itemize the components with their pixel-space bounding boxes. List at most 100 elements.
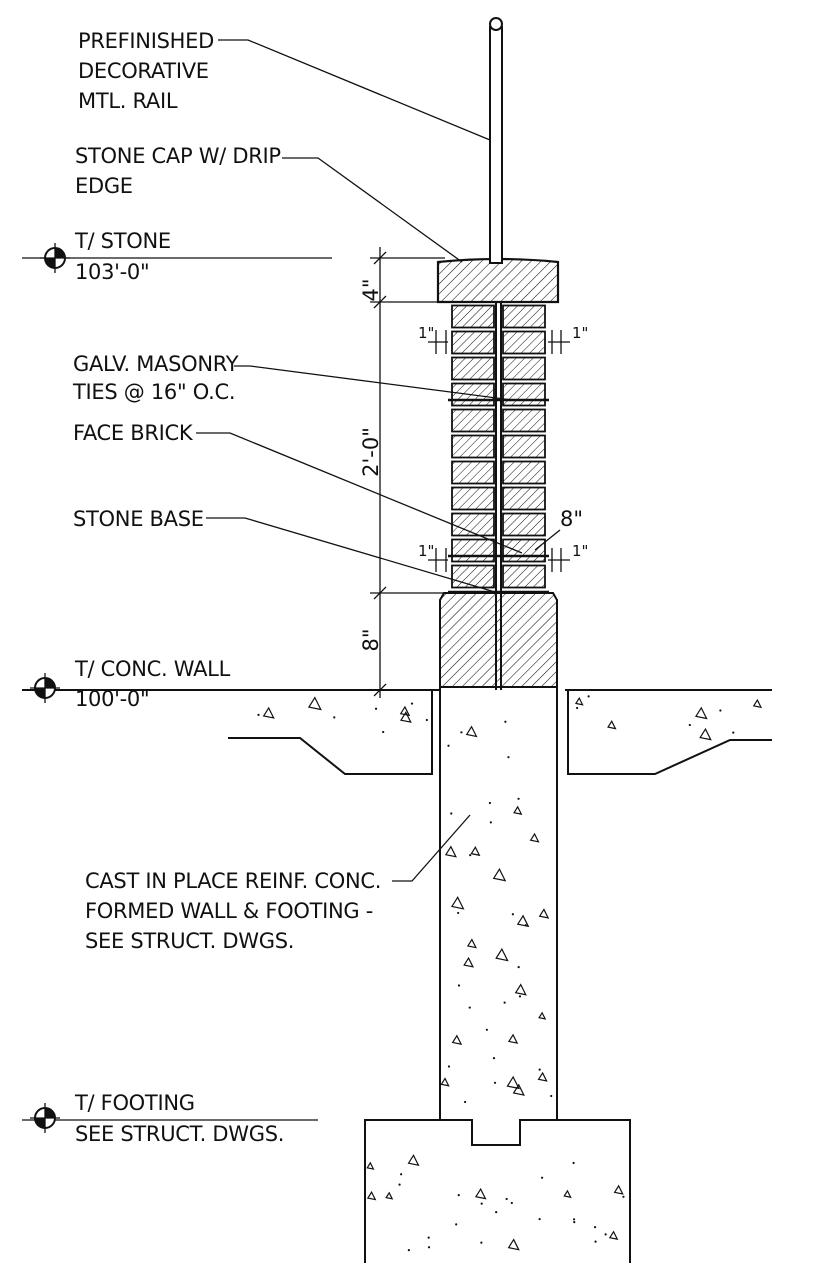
label-rail-line2: DECORATIVE: [78, 59, 209, 83]
aggregate-mark: [440, 1077, 450, 1087]
aggregate-dot: [257, 713, 260, 717]
label-concrete-line2: FORMED WALL & FOOTING -: [85, 899, 373, 923]
brick-unit: [502, 330, 546, 355]
aggregate-dot: [382, 730, 385, 734]
aggregate-dot: [457, 984, 461, 987]
dim-brick-width: 8": [560, 507, 583, 531]
aggregate-dot: [622, 1195, 625, 1198]
aggregate-mark: [538, 908, 550, 919]
brick-unit: [502, 356, 546, 381]
aggregate-mark: [385, 1191, 394, 1200]
elevation-stone-name: T/ STONE: [74, 229, 171, 253]
elevation-wall-value: 100'-0": [75, 687, 149, 711]
aggregate-mark: [699, 727, 712, 741]
dim-brick-height: 2'-0": [359, 427, 383, 477]
label-ties-line1: GALV. MASONRY: [73, 352, 239, 376]
aggregate-dot: [732, 731, 735, 734]
aggregate-dot: [719, 709, 722, 712]
aggregate-dot: [480, 1202, 483, 1205]
aggregate-dot: [485, 1028, 488, 1031]
aggregate-mark: [613, 1184, 624, 1195]
aggregate-mark: [512, 1083, 525, 1096]
aggregate-dot: [517, 966, 520, 969]
concrete-aggregate: [257, 695, 763, 1252]
elevation-marker-stone: [22, 243, 332, 273]
face-brick: [448, 304, 549, 594]
offset-dimensions: [428, 330, 570, 572]
elevation-footing-value: SEE STRUCT. DWGS.: [75, 1122, 284, 1146]
aggregate-dot: [460, 731, 463, 734]
aggregate-dot: [425, 718, 428, 722]
aggregate-mark: [492, 867, 507, 882]
label-cap-line1: STONE CAP W/ DRIP: [75, 144, 281, 168]
brick-unit: [502, 304, 546, 329]
aggregate-dot: [464, 1100, 467, 1104]
aggregate-dot: [538, 1217, 541, 1221]
aggregate-dot: [492, 1057, 496, 1060]
concrete-wall: [439, 688, 558, 1120]
aggregate-dot: [400, 1173, 403, 1176]
aggregate-dot: [503, 1001, 506, 1004]
aggregate-mark: [694, 706, 708, 720]
aggregate-mark: [470, 846, 481, 857]
aggregate-mark: [752, 698, 763, 709]
aggregate-dot: [495, 1211, 498, 1214]
stone-cap: [436, 257, 560, 304]
aggregate-dot: [688, 723, 691, 727]
aggregate-dot: [587, 695, 590, 698]
vertical-dimensions: [370, 247, 445, 698]
brick-unit: [502, 460, 546, 485]
aggregate-dot: [410, 702, 414, 705]
label-concrete-line1: CAST IN PLACE REINF. CONC.: [85, 869, 381, 893]
aggregate-dot: [493, 1081, 497, 1084]
dim-base-height: 8": [359, 628, 383, 651]
aggregate-dot: [333, 716, 336, 719]
brick-unit: [502, 408, 546, 433]
brick-unit: [502, 512, 546, 537]
aggregate-dot: [469, 854, 472, 857]
aggregate-mark: [450, 896, 465, 910]
aggregate-dot: [427, 1246, 431, 1249]
aggregate-dot: [518, 995, 522, 998]
aggregate-mark: [514, 983, 527, 996]
dim-offset-bot-right: 1": [572, 542, 588, 560]
aggregate-mark: [366, 1161, 375, 1170]
aggregate-mark: [538, 1011, 547, 1020]
aggregate-mark: [607, 719, 617, 730]
brick-unit: [451, 434, 495, 459]
dim-offset-top-left: 1": [418, 324, 434, 342]
brick-unit: [502, 486, 546, 511]
aggregate-dot: [510, 1201, 513, 1205]
brick-unit: [502, 538, 546, 563]
aggregate-dot: [511, 913, 514, 916]
brick-unit: [451, 486, 495, 511]
aggregate-dot: [572, 1161, 575, 1165]
aggregate-dot: [573, 1221, 576, 1224]
dim-cap-height: 4": [359, 278, 383, 301]
aggregate-dot: [604, 1233, 607, 1236]
aggregate-dot: [480, 1241, 483, 1244]
label-base: STONE BASE: [73, 507, 204, 531]
aggregate-dot: [457, 1194, 460, 1197]
aggregate-mark: [495, 947, 509, 962]
label-brick: FACE BRICK: [73, 421, 194, 445]
aggregate-dot: [524, 924, 527, 927]
elevation-marker-footing: [22, 1103, 318, 1133]
aggregate-dot: [447, 1065, 451, 1068]
aggregate-dot: [447, 744, 450, 747]
aggregate-dot: [427, 1236, 430, 1239]
brick-unit: [451, 564, 495, 589]
elevation-footing-name: T/ FOOTING: [74, 1091, 195, 1115]
brick-unit: [502, 434, 546, 459]
brick-unit: [451, 460, 495, 485]
brick-unit: [502, 382, 546, 407]
aggregate-mark: [463, 956, 474, 968]
aggregate-mark: [507, 1033, 519, 1044]
aggregate-mark: [537, 1071, 548, 1082]
stone-base: [439, 592, 558, 688]
footing: [364, 1119, 631, 1263]
aggregate-mark: [465, 725, 478, 738]
dim-offset-top-right: 1": [572, 324, 588, 342]
aggregate-dot: [593, 1225, 597, 1229]
